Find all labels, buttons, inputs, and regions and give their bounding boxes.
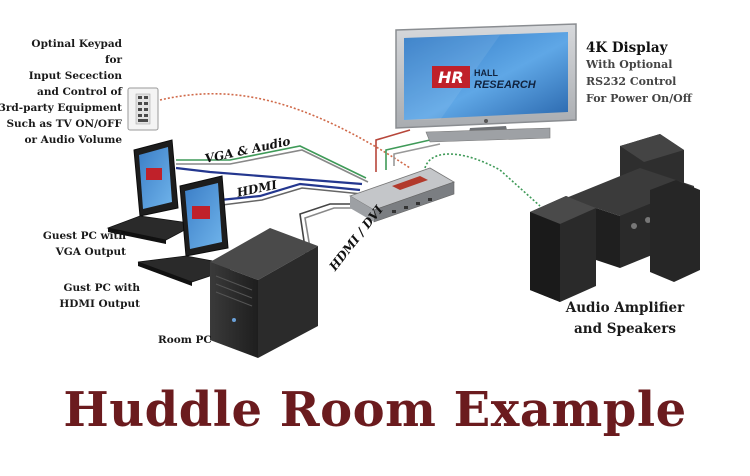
logo-text-research: RESEARCH xyxy=(474,79,537,91)
guest-pc-vga-label-line: Guest PC with xyxy=(42,230,126,242)
rs232-cable xyxy=(375,129,411,172)
audio-label-line: Audio Amplifier xyxy=(565,300,685,316)
guest-pc-vga-label: Guest PC with VGA Output xyxy=(10,228,126,260)
keypad-label-line: or Audio Volume xyxy=(24,134,122,146)
keypad-label-line: Optinal Keypad xyxy=(31,38,122,50)
display-label-line: With Optional xyxy=(586,58,673,71)
svg-text:HR: HR xyxy=(438,68,464,87)
keypad-cable xyxy=(159,92,411,169)
keypad-label-line: Such as TV ON/OFF xyxy=(6,118,122,130)
hall-research-logo-mark xyxy=(432,66,470,88)
guest-pc-hdmi-label: Gust PC with HDMI Output xyxy=(38,280,140,312)
audio-line-cable xyxy=(176,145,367,179)
display-heading: 4K Display xyxy=(586,40,668,56)
logo-text-hall: HALL xyxy=(474,68,498,78)
room-pc-label: Room PC xyxy=(158,334,212,346)
guest-laptop-vga xyxy=(106,139,198,244)
audio-amplifier-speakers xyxy=(530,134,700,302)
keypad-label-line: Input Secection xyxy=(28,70,122,82)
audio-label: Audio Amplifier and Speakers xyxy=(548,298,702,340)
keypad-label-line: and Control of xyxy=(37,86,122,98)
guest-pc-vga-label-line: VGA Output xyxy=(55,246,126,258)
guest-pc-hdmi-label-line: HDMI Output xyxy=(59,298,140,310)
page-title: Huddle Room Example xyxy=(63,382,687,438)
display-hdmi-cable xyxy=(385,139,431,170)
room-pc-tower xyxy=(210,228,318,358)
guest-pc-hdmi-label-line: Gust PC with xyxy=(63,282,140,294)
display-label: 4K Display With Optional RS232 Control F… xyxy=(586,40,692,107)
keypad-label-line: for xyxy=(104,54,122,66)
vga-cable xyxy=(175,166,363,186)
display-label-line: RS232 Control xyxy=(586,75,677,88)
switcher-box xyxy=(349,167,455,223)
audio-label-line: and Speakers xyxy=(574,321,676,337)
4k-display: HR HALL RESEARCH xyxy=(395,23,577,143)
hdmi-cable xyxy=(219,182,361,202)
display-label-line: For Power On/Off xyxy=(586,92,692,105)
keypad-label: Optinal Keypad for Input Secection and C… xyxy=(0,36,122,148)
audio-cable xyxy=(424,153,541,207)
keypad xyxy=(127,87,159,131)
keypad-label-line: 3rd-party Equipment xyxy=(0,102,122,114)
